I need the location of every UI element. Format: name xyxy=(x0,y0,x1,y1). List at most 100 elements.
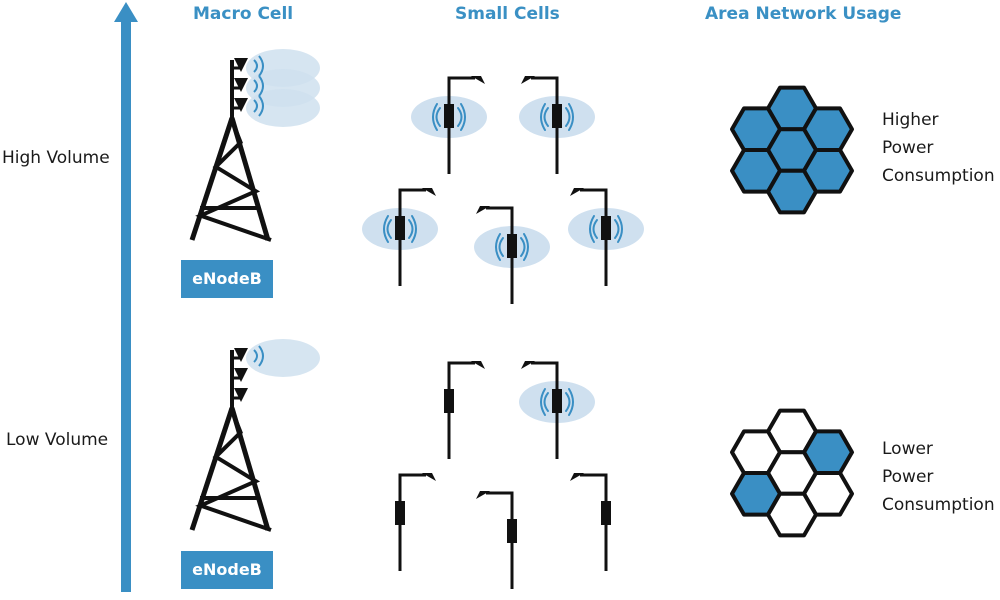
lamp-head xyxy=(471,76,485,84)
lamp-head xyxy=(521,361,535,369)
wave-arc xyxy=(565,392,571,412)
tower-bracing xyxy=(195,407,272,532)
tower-bracing xyxy=(195,117,272,242)
radio-unit xyxy=(601,216,611,240)
wave-arc xyxy=(568,103,574,131)
macro-cell-header: Macro Cell xyxy=(193,4,294,24)
tower-leg xyxy=(189,117,235,241)
small-cell-icon xyxy=(362,188,438,286)
wave-arc xyxy=(258,95,264,117)
lamp-head xyxy=(570,188,584,196)
lamp-arm xyxy=(447,361,475,365)
antenna-icon xyxy=(234,98,248,112)
antenna-icon xyxy=(234,58,248,72)
small-cell-icon xyxy=(476,491,517,589)
radio-unit xyxy=(552,389,562,413)
signal-waves-icon xyxy=(432,103,466,131)
radio-unit xyxy=(395,216,405,240)
small-cell-icon xyxy=(568,188,644,286)
lamp-arm xyxy=(486,206,514,210)
radio-unit xyxy=(395,501,405,525)
wave-arc xyxy=(614,219,620,239)
wave-arc xyxy=(460,103,466,131)
macro-tower-high xyxy=(189,49,320,242)
enodeb-box-high: eNodeB xyxy=(181,260,273,298)
small-cells-header: Small Cells xyxy=(455,4,560,24)
signal-waves-icon xyxy=(589,215,623,243)
wave-arc xyxy=(253,59,258,73)
wave-arc xyxy=(617,215,623,243)
hex-grid-high xyxy=(730,85,854,215)
radio-unit xyxy=(444,104,454,128)
wave-arc xyxy=(498,237,504,257)
power-line-3: Consumption xyxy=(882,166,995,186)
signal-bubble xyxy=(246,89,320,127)
small-cells-low xyxy=(395,361,611,589)
area-network-usage-header: Area Network Usage xyxy=(705,4,902,24)
lamp-head xyxy=(521,76,535,84)
hex-cell xyxy=(766,168,818,215)
volume-arrow xyxy=(114,2,138,592)
antenna-signal-icon xyxy=(253,75,264,97)
higher-power-consumption-label: Higher Power Consumption xyxy=(882,106,995,190)
small-cell-icon xyxy=(570,473,611,571)
radio-unit xyxy=(507,519,517,543)
wave-arc xyxy=(253,99,258,113)
wave-arc xyxy=(540,388,546,416)
wave-arc xyxy=(408,219,414,239)
wave-arc xyxy=(383,215,389,243)
power-line-1: Higher xyxy=(882,110,939,130)
small-cell-icon xyxy=(444,361,485,459)
wave-arc xyxy=(411,215,417,243)
wave-arc xyxy=(589,215,595,243)
antenna-icon xyxy=(234,348,248,362)
lamp-arm xyxy=(486,491,514,495)
wave-arc xyxy=(592,219,598,239)
high-volume-label: High Volume xyxy=(2,148,110,168)
wave-arc xyxy=(565,107,571,127)
wave-arc xyxy=(258,345,264,367)
wave-arc xyxy=(540,103,546,131)
lamp-head xyxy=(471,361,485,369)
signal-bubble xyxy=(246,339,320,377)
radio-unit xyxy=(601,501,611,525)
power-line-2: Power xyxy=(882,138,934,158)
wave-arc xyxy=(543,107,549,127)
small-cell-icon xyxy=(474,206,550,304)
lamp-head xyxy=(476,206,490,214)
power-line-3: Consumption xyxy=(882,495,995,515)
wave-arc xyxy=(432,103,438,131)
small-cell-icon xyxy=(519,361,595,459)
wave-arc xyxy=(386,219,392,239)
antenna-signal-icon xyxy=(253,95,264,117)
antenna-signal-icon xyxy=(253,345,264,367)
lamp-head xyxy=(422,473,436,481)
wave-arc xyxy=(253,79,258,93)
wave-arc xyxy=(495,233,501,261)
power-line-2: Power xyxy=(882,467,934,487)
wave-arc xyxy=(520,237,526,257)
lower-power-consumption-label: Lower Power Consumption xyxy=(882,435,995,519)
lamp-arm xyxy=(531,361,559,365)
lamp-arm xyxy=(398,473,426,477)
signal-waves-icon xyxy=(540,103,574,131)
hex-grid-low xyxy=(730,408,854,538)
wave-arc xyxy=(543,392,549,412)
antenna-icon xyxy=(234,368,248,382)
small-cell-icon xyxy=(411,76,487,174)
enodeb-box-low: eNodeB xyxy=(181,551,273,589)
small-cell-icon xyxy=(395,473,436,571)
tower-leg xyxy=(189,407,235,531)
antenna-icon xyxy=(234,78,248,92)
lamp-arm xyxy=(580,473,608,477)
tower-icon xyxy=(189,339,320,532)
lamp-arm xyxy=(531,76,559,80)
wave-arc xyxy=(457,107,463,127)
lamp-head xyxy=(422,188,436,196)
lamp-arm xyxy=(398,188,426,192)
wave-arc xyxy=(568,388,574,416)
macro-tower-low xyxy=(189,339,320,532)
tower-icon xyxy=(189,49,320,242)
antenna-signal-icon xyxy=(253,55,264,77)
